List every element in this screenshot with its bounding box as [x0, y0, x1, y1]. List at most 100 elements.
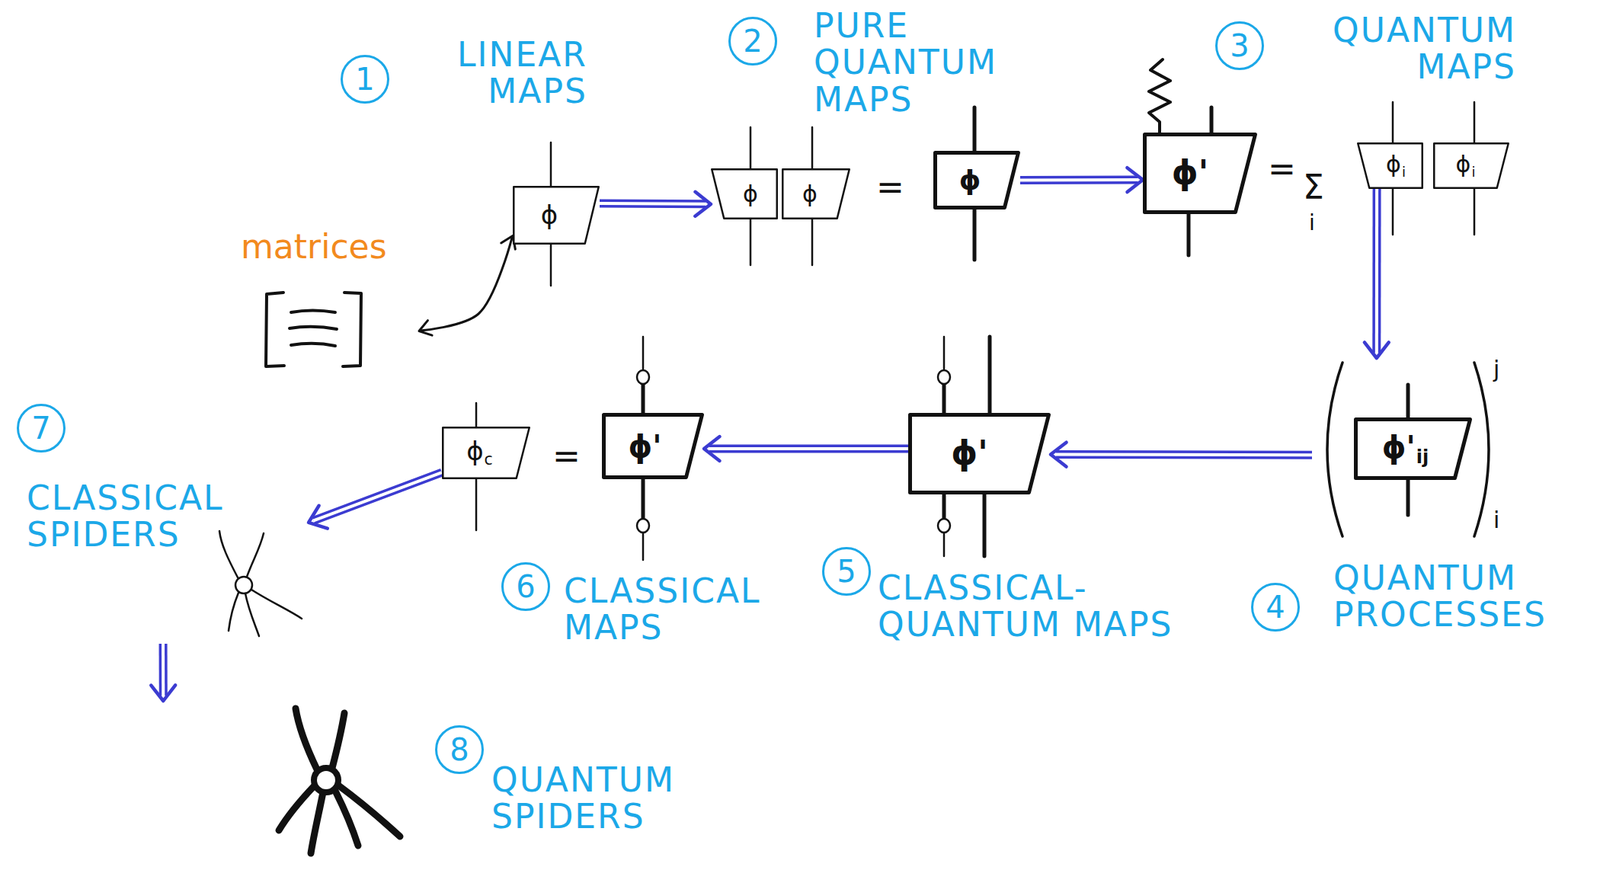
equals-sign: = [1267, 150, 1296, 188]
box-outline [910, 415, 1050, 493]
spider-leg [246, 533, 264, 577]
stage-title: CLASSICAL- QUANTUM MAPS [877, 569, 1198, 644]
classical-map-box: ϕ' [601, 412, 704, 480]
implication-arrow [308, 472, 442, 529]
node-text: ϕ [466, 435, 484, 467]
node-text: ϕ' [1171, 153, 1210, 192]
kraus-conjugate-box: ϕi [1356, 142, 1424, 189]
arrow-head [1364, 342, 1389, 359]
discard-wire [1148, 59, 1171, 133]
node-text: ϕ' [950, 433, 989, 473]
callout-number: 2 [728, 16, 778, 66]
stage-title: CLASSICAL MAPS [563, 572, 762, 647]
arrow-head [419, 320, 432, 336]
node-text: QUANTUM SPIDERS [491, 761, 676, 836]
arrow-shaft [159, 643, 168, 696]
node-text: ϕ' [627, 428, 662, 464]
sum-symbol: Σ [1302, 169, 1325, 206]
wire [476, 102, 1475, 531]
node-text: ϕ [1456, 150, 1472, 178]
node-text: ϕ [540, 199, 558, 231]
box-outline [1145, 134, 1256, 213]
node-text: ϕ [742, 180, 759, 208]
pure-quantum-map-box: ϕ [933, 150, 1021, 210]
spider-leg [337, 784, 400, 837]
callout-number: 8 [435, 725, 484, 775]
node-text: ϕ [1385, 150, 1402, 178]
quantum-spider: QUANTUM SPIDERS [144, 700, 762, 873]
arrow-head [150, 684, 176, 701]
node-text: matrices [240, 228, 388, 266]
equals-sign: = [876, 169, 905, 206]
classical-quantum-box: ϕ' [908, 412, 1051, 495]
box-outline [604, 415, 703, 478]
quantum-spider-figure [278, 708, 400, 854]
arrow-shaft-gap [313, 472, 442, 521]
arrow-shaft [1020, 176, 1138, 185]
implication-arrow [704, 436, 909, 461]
spider-body [313, 768, 339, 793]
arrow-shaft [1056, 450, 1312, 460]
subscript-text: i [1401, 163, 1406, 180]
stage-title: LINEAR MAPS [457, 36, 588, 111]
equals-sign: = [552, 438, 581, 475]
box-outline [1433, 143, 1509, 189]
box-outline [782, 169, 850, 219]
matrix-rows [289, 310, 337, 347]
subscript-text: i [1471, 163, 1476, 180]
arrow-shaft [420, 236, 512, 331]
linear-map-box: ϕ [512, 185, 600, 245]
arrow-shaft-gap [1020, 178, 1138, 182]
spider-leg [332, 713, 345, 768]
spider-leg [278, 786, 314, 831]
classical-dot [636, 518, 650, 533]
double-headed-arrow [419, 235, 516, 336]
stage-title: PURE QUANTUM MAPS [813, 7, 998, 119]
matrix-node: matrices [236, 228, 420, 378]
spider-leg [219, 531, 238, 578]
spider-body [235, 576, 253, 594]
node-text: ϕ [802, 180, 818, 208]
sum-index: i [1308, 211, 1316, 236]
callout-number: 3 [1215, 21, 1264, 71]
node-text: j [1493, 356, 1500, 382]
arrow-shaft [313, 472, 442, 521]
box-outline [513, 186, 599, 244]
arrow-shaft [599, 199, 706, 209]
box-outline [711, 169, 778, 219]
arrow-shaft-gap [1375, 188, 1379, 353]
process-family: jiϕ'ij [1312, 358, 1514, 541]
node-outline [1433, 142, 1510, 189]
parentheses [1327, 362, 1489, 537]
quantum-map-box: ϕ' [1142, 132, 1258, 215]
classical-dot [937, 370, 951, 384]
stage-title: QUANTUM MAPS [1332, 12, 1517, 87]
matrix-bracket [265, 292, 285, 367]
callout-number: 1 [340, 54, 390, 104]
spider-leg [310, 792, 324, 854]
spider-leg [245, 593, 260, 637]
arrow-head [1050, 442, 1067, 468]
box-outline [935, 153, 1019, 208]
matrix-bracket [342, 292, 362, 367]
arrow-shaft-gap [599, 201, 706, 206]
arrow-shaft-gap [161, 643, 165, 696]
arrow-shaft-gap [1056, 453, 1312, 458]
classical-spider-figure [219, 531, 302, 637]
arrow-head [694, 192, 711, 217]
box-outline [1357, 143, 1423, 189]
arrow-shaft-gap [709, 447, 909, 451]
node-text: ϕ' [1382, 429, 1416, 465]
spider-leg [228, 592, 239, 631]
arrow-head [308, 505, 328, 529]
implication-arrow [1364, 188, 1389, 359]
arrow-head [1126, 167, 1143, 192]
conjugate-map-box: ϕ [710, 168, 778, 220]
implication-arrow [1050, 442, 1312, 468]
callout-number: 4 [1251, 582, 1300, 632]
classical-spider: CLASSICAL SPIDERS [15, 480, 309, 644]
quantum-process-box: ϕ'ij [1353, 417, 1472, 480]
callout-number: 5 [822, 547, 871, 596]
linear-map-box: ϕ [781, 168, 851, 220]
classical-matrix-box: ϕc [441, 426, 531, 480]
